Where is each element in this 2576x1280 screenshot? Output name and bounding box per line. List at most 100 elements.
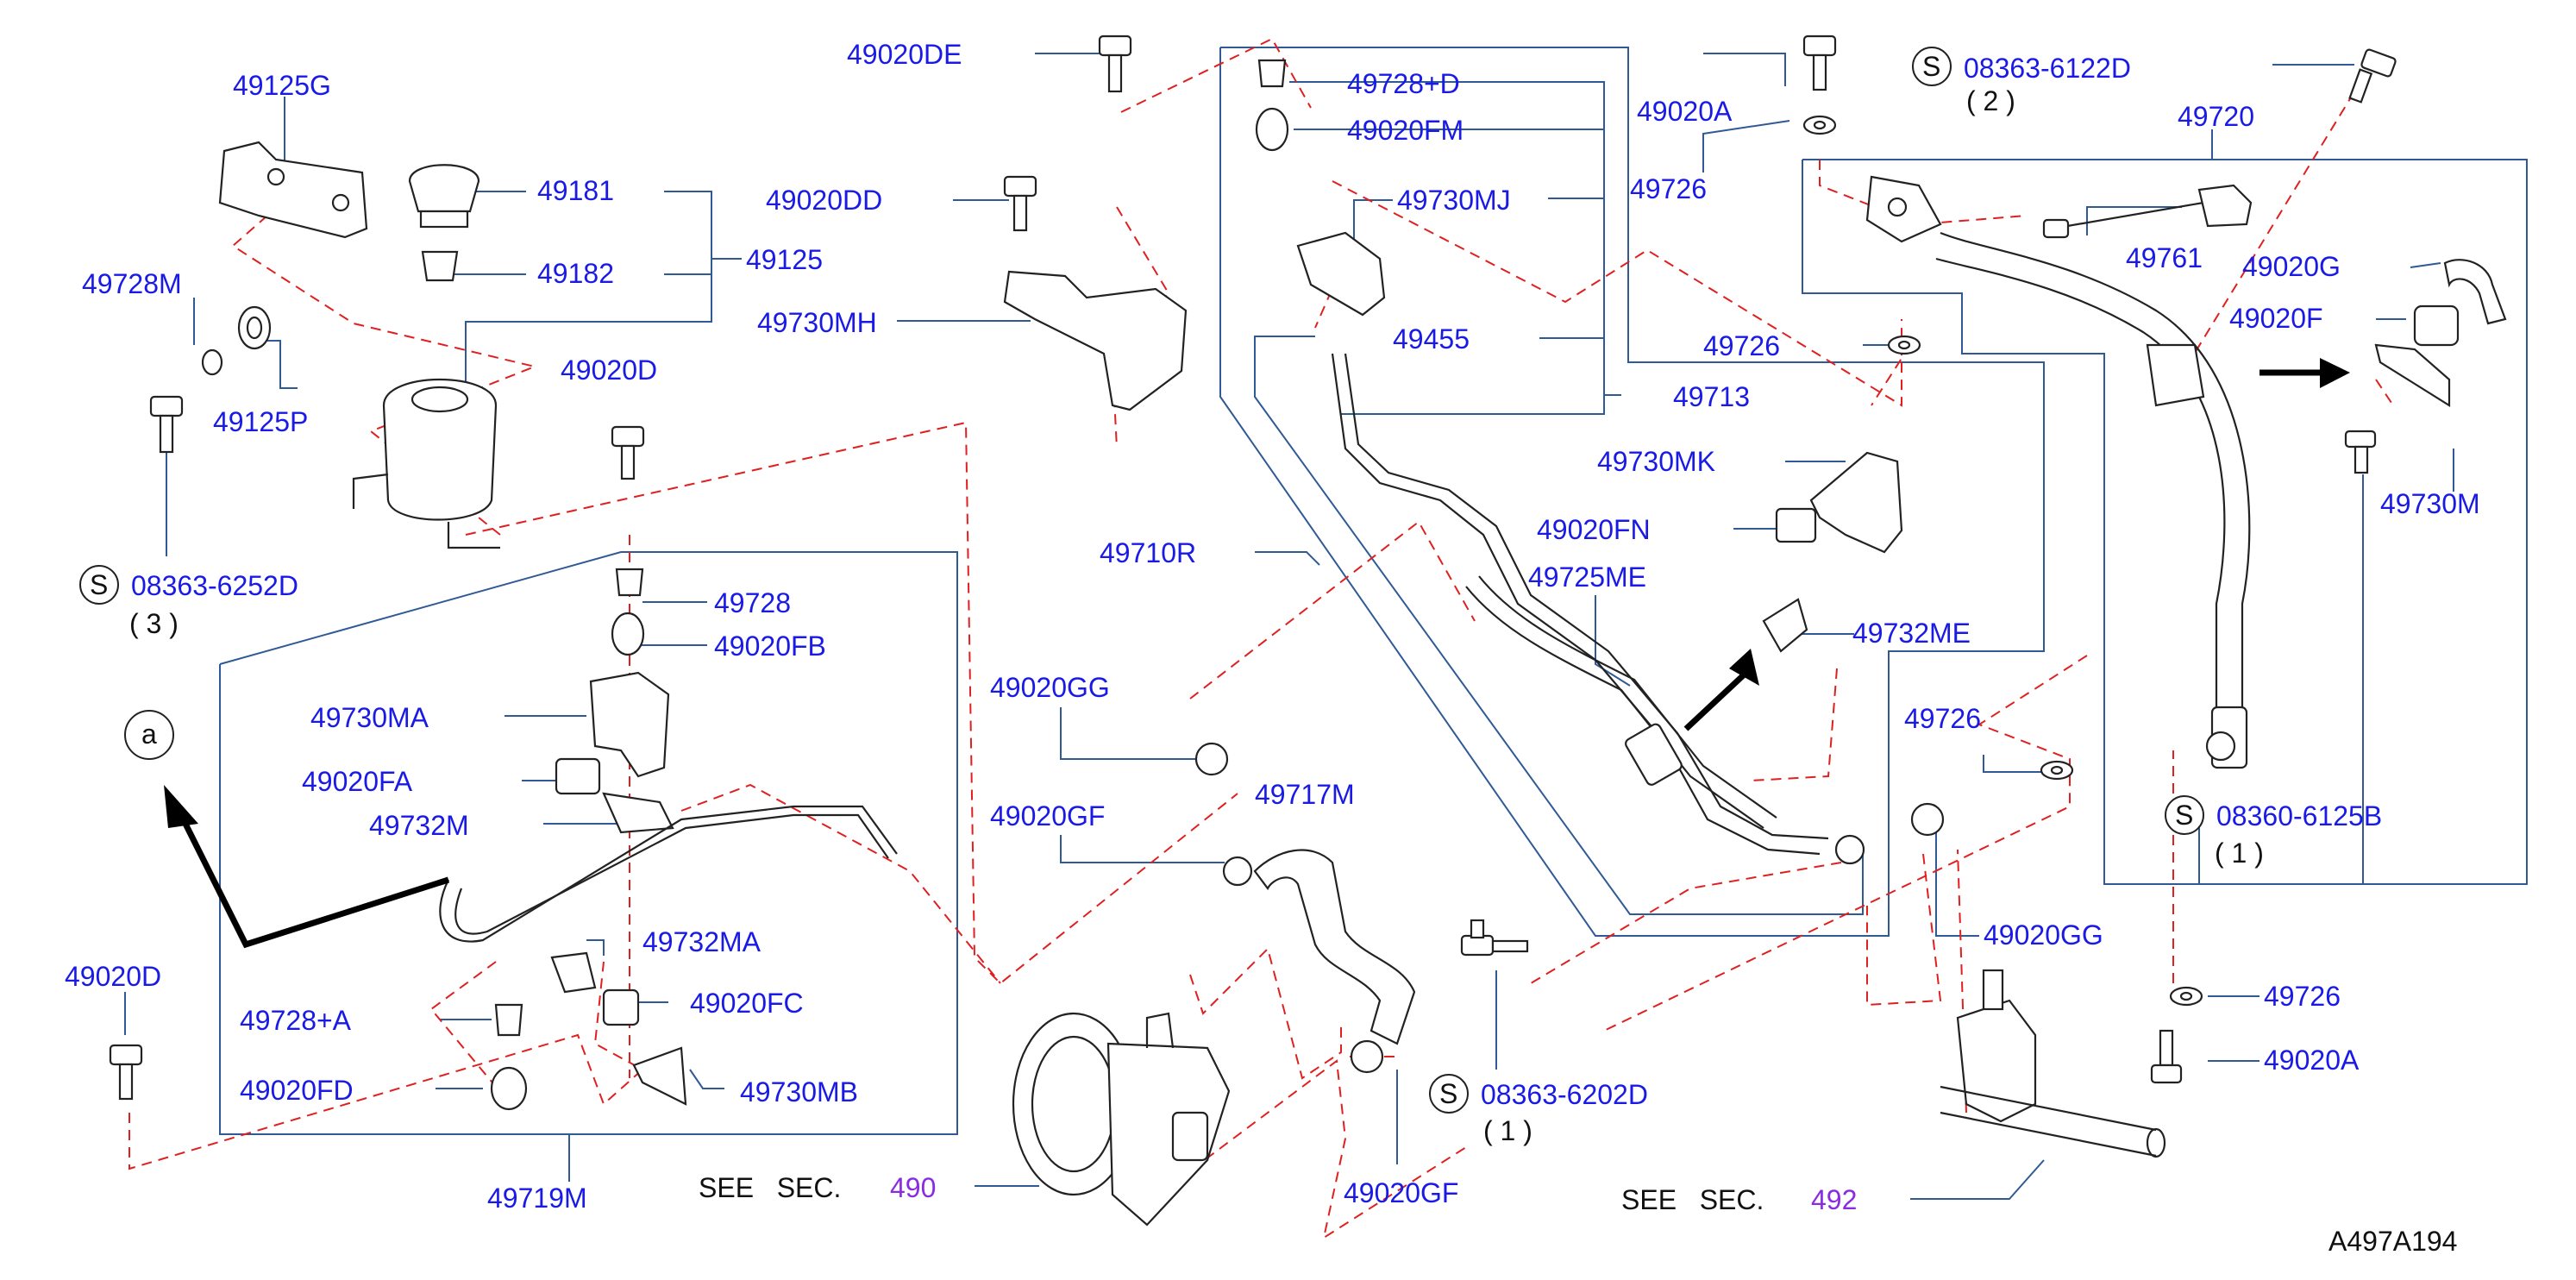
label-49719M: 49719M <box>487 1183 587 1214</box>
label-49732M: 49732M <box>369 810 469 841</box>
hose-49717M <box>1253 849 1416 1045</box>
label-49725ME: 49725ME <box>1528 562 1646 593</box>
label-49020FN: 49020FN <box>1537 514 1651 545</box>
collar-49728 <box>615 568 644 597</box>
label-49020G: 49020G <box>2242 251 2341 282</box>
label-49020GF-mid: 49020GF <box>990 800 1105 831</box>
bracket-49730MA <box>589 671 670 778</box>
washer-49726-b <box>1887 335 1921 355</box>
label-49020FM: 49020FM <box>1347 115 1463 146</box>
label-49020DE: 49020DE <box>847 39 962 70</box>
callout-08363-6122D: S 08363-6122D ( 2 ) <box>1912 47 2131 116</box>
see-sec-492-link[interactable]: 492 <box>1811 1184 1857 1215</box>
callout-08360-6125B: S 08360-6125B ( 1 ) <box>2165 795 2382 869</box>
reference-text: a SEE SEC. 490 SEE SEC. 492 A497A194 <box>124 710 2457 1257</box>
label-49020GG-right: 49020GG <box>1984 919 2103 951</box>
label-49732ME: 49732ME <box>1852 618 1971 649</box>
callout-symbol: S <box>90 569 108 600</box>
bracket-49730MB <box>632 1046 687 1106</box>
clamp-49020FA <box>555 757 601 795</box>
bushing-49020FD <box>490 1066 528 1111</box>
callout-08363-6202D: S 08363-6202D ( 1 ) <box>1429 1074 1648 1146</box>
label-49728: 49728 <box>714 587 791 618</box>
bracket-49730M <box>2374 343 2451 407</box>
collar-49728D <box>1257 59 1287 88</box>
bushing-49125P <box>237 305 272 350</box>
label-49181: 49181 <box>537 175 614 206</box>
callout-symbol: S <box>2175 800 2193 831</box>
see-sec-490-text[interactable]: SEE SEC. <box>699 1172 841 1203</box>
clamp-49020GF-mid <box>1222 856 1253 887</box>
bolt-49730M <box>2344 430 2377 474</box>
leader-lines <box>124 47 2528 1200</box>
pipe-49710R <box>1331 353 1821 856</box>
label-49125G: 49125G <box>233 70 331 101</box>
label-49713: 49713 <box>1673 381 1750 412</box>
clamp-49020GG-right <box>1910 802 1945 837</box>
washer-49726-d <box>2169 986 2203 1007</box>
label-49020GF-bottom: 49020GF <box>1344 1177 1458 1208</box>
see-sec-490-link[interactable]: 490 <box>890 1172 936 1203</box>
label-49455: 49455 <box>1393 323 1470 355</box>
reservoir-tank <box>352 379 500 549</box>
diagram-code: A497A194 <box>2328 1226 2457 1257</box>
callout-08363-6252D: S 08363-6252D ( 3 ) <box>79 565 298 639</box>
callout-number: 08363-6252D <box>131 570 298 601</box>
label-49020FA: 49020FA <box>302 766 413 797</box>
bolt-49020D-top <box>611 425 645 480</box>
bracket-49730MJ <box>1296 231 1386 317</box>
label-49125: 49125 <box>746 244 823 275</box>
label-49020F: 49020F <box>2229 303 2323 334</box>
label-49020A-top: 49020A <box>1637 96 1733 127</box>
bushing-49020FB <box>611 612 645 656</box>
parts-drawings <box>109 35 2507 1227</box>
sensor-49761 <box>2042 184 2253 239</box>
bracket-49732M <box>602 792 674 834</box>
clamp-49020FN <box>1775 507 1817 543</box>
label-49720: 49720 <box>2178 101 2254 132</box>
label-49730MH: 49730MH <box>757 307 877 338</box>
label-49020D-top: 49020D <box>561 355 657 386</box>
clamp-49020F <box>2413 304 2460 347</box>
bolt-08363-6252D <box>149 395 184 454</box>
washer-49726-c <box>2040 760 2074 781</box>
label-49020A-bottom: 49020A <box>2264 1045 2360 1076</box>
reference-a-label: a <box>141 718 157 750</box>
label-49732MA: 49732MA <box>642 926 762 957</box>
label-49726-a: 49726 <box>1630 173 1707 204</box>
see-sec-492-text[interactable]: SEE SEC. <box>1621 1184 1764 1215</box>
standard-part-callouts: S 08363-6252D ( 3 ) S 08363-6122D ( 2 ) … <box>79 47 2382 1146</box>
label-49020FC: 49020FC <box>690 988 804 1019</box>
callout-qty: ( 2 ) <box>1966 85 2015 116</box>
label-49020FB: 49020FB <box>714 631 826 662</box>
cap-49181 <box>408 164 480 213</box>
power-steering-pump <box>1012 1012 1231 1227</box>
label-49125P: 49125P <box>213 406 308 437</box>
callout-number: 08363-6122D <box>1964 53 2131 84</box>
label-49730M: 49730M <box>2380 488 2480 519</box>
callout-number: 08360-6125B <box>2216 800 2382 831</box>
label-49726-c: 49726 <box>1904 703 1981 734</box>
callout-number: 08363-6202D <box>1481 1079 1648 1110</box>
clamp-49020GG-mid <box>1194 742 1229 776</box>
bolt-08363-6202D <box>1460 919 1529 957</box>
label-49730MK: 49730MK <box>1597 446 1715 477</box>
bushing-49020FM <box>1255 107 1289 152</box>
bracket-49730MH <box>1003 270 1188 411</box>
bolt-49020DE <box>1098 35 1132 93</box>
label-49726-b: 49726 <box>1703 330 1780 361</box>
grommet-49182 <box>421 250 459 282</box>
steering-gear <box>1940 969 2166 1158</box>
label-49728M: 49728M <box>82 268 182 299</box>
label-49717M: 49717M <box>1255 779 1355 810</box>
arrow-head-mid <box>1683 666 1753 731</box>
callout-symbol: S <box>1439 1078 1457 1109</box>
collar-49728A <box>494 1003 523 1037</box>
label-49730MB: 49730MB <box>740 1076 858 1107</box>
assembly-lines <box>128 37 2394 1240</box>
callout-qty: ( 1 ) <box>2215 838 2264 869</box>
collar-49728M <box>201 348 223 376</box>
label-49020GG-mid: 49020GG <box>990 672 1110 703</box>
label-49020D-left: 49020D <box>65 961 161 992</box>
